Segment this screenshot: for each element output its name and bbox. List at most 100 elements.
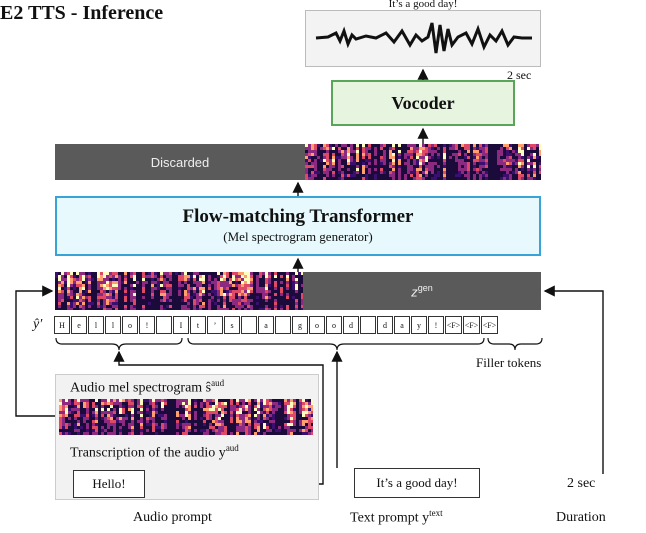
spectrogram-cell [86, 417, 89, 420]
spectrogram-cell [223, 287, 226, 290]
spectrogram-cell [76, 296, 79, 299]
spectrogram-cell [308, 414, 311, 417]
spectrogram-cell [305, 402, 308, 405]
spectrogram-cell [422, 159, 425, 162]
spectrogram-cell [221, 420, 224, 423]
spectrogram-cell [220, 290, 223, 293]
spectrogram-cell [286, 293, 289, 296]
spectrogram-cell [140, 405, 143, 408]
spectrogram-cell [422, 156, 425, 159]
spectrogram-cell [101, 432, 104, 435]
spectrogram-cell [335, 156, 338, 159]
spectrogram-cell [301, 308, 304, 310]
spectrogram-cell [103, 305, 106, 308]
spectrogram-cell [506, 171, 509, 174]
spectrogram-cell [242, 414, 245, 417]
spectrogram-cell [131, 399, 134, 402]
spectrogram-cell [413, 171, 416, 174]
spectrogram-cell [164, 426, 167, 429]
spectrogram-cell [292, 287, 295, 290]
spectrogram-cell [107, 423, 110, 426]
spectrogram-cell [199, 284, 202, 287]
spectrogram-cell [86, 426, 89, 429]
spectrogram-cell [506, 150, 509, 153]
spectrogram-cell [407, 162, 410, 165]
spectrogram-cell [163, 290, 166, 293]
spectrogram-cell [236, 405, 239, 408]
spectrogram-cell [515, 153, 518, 156]
spectrogram-cell [106, 308, 109, 310]
spectrogram-cell [323, 171, 326, 174]
spectrogram-cell [434, 177, 437, 180]
spectrogram-cell [461, 159, 464, 162]
spectrogram-cell [269, 405, 272, 408]
spectrogram-cell [79, 299, 82, 302]
spectrogram-cell [223, 305, 226, 308]
spectrogram-cell [236, 429, 239, 432]
spectrogram-cell [260, 411, 263, 414]
spectrogram-cell [274, 284, 277, 287]
spectrogram-cell [85, 281, 88, 284]
spectrogram-cell [176, 411, 179, 414]
spectrogram-cell [97, 302, 100, 305]
spectrogram-cell [305, 168, 308, 171]
spectrogram-cell [68, 411, 71, 414]
spectrogram-cell [419, 174, 422, 177]
spectrogram-cell [209, 399, 212, 402]
spectrogram-cell [509, 174, 512, 177]
spectrogram-cell [202, 305, 205, 308]
spectrogram-cell [290, 423, 293, 426]
spectrogram-cell [269, 399, 272, 402]
spectrogram-cell [347, 147, 350, 150]
spectrogram-cell [286, 296, 289, 299]
spectrogram-cell [206, 405, 209, 408]
spectrogram-cell [67, 281, 70, 284]
spectrogram-cell [95, 420, 98, 423]
spectrogram-cell [181, 308, 184, 310]
spectrogram-cell [133, 275, 136, 278]
spectrogram-cell [130, 287, 133, 290]
spectrogram-cell [254, 417, 257, 420]
spectrogram-cell [184, 293, 187, 296]
spectrogram-cell [295, 278, 298, 281]
spectrogram-cell [443, 171, 446, 174]
spectrogram-cell [188, 429, 191, 432]
spectrogram-cell [458, 174, 461, 177]
spectrogram-cell [155, 432, 158, 435]
spectrogram-cell [287, 423, 290, 426]
spectrogram-cell [100, 275, 103, 278]
spectrogram-cell [287, 411, 290, 414]
spectrogram-cell [473, 168, 476, 171]
spectrogram-cell [374, 150, 377, 153]
spectrogram-cell [425, 147, 428, 150]
spectrogram-cell [74, 426, 77, 429]
spectrogram-cell [169, 272, 172, 275]
spectrogram-cell [314, 162, 317, 165]
spectrogram-cell [476, 171, 479, 174]
spectrogram-cell [199, 293, 202, 296]
spectrogram-cell [389, 150, 392, 153]
spectrogram-cell [299, 399, 302, 402]
spectrogram-cell [482, 153, 485, 156]
spectrogram-cell [103, 308, 106, 310]
spectrogram-cell [112, 272, 115, 275]
spectrogram-cell [206, 399, 209, 402]
spectrogram-cell [199, 281, 202, 284]
spectrogram-cell [206, 411, 209, 414]
spectrogram-cell [410, 165, 413, 168]
spectrogram-cell [272, 405, 275, 408]
spectrogram-cell [428, 150, 431, 153]
spectrogram-cell [356, 171, 359, 174]
spectrogram-cell [473, 165, 476, 168]
spectrogram-cell [239, 420, 242, 423]
spectrogram-cell [295, 281, 298, 284]
waveform-graphic [315, 22, 532, 54]
spectrogram-cell [86, 408, 89, 411]
spectrogram-cell [286, 308, 289, 310]
spectrogram-cell [247, 293, 250, 296]
spectrogram-cell [323, 147, 326, 150]
spectrogram-cell [188, 417, 191, 420]
spectrogram-cell [392, 156, 395, 159]
spectrogram-cell [88, 281, 91, 284]
spectrogram-cell [500, 153, 503, 156]
